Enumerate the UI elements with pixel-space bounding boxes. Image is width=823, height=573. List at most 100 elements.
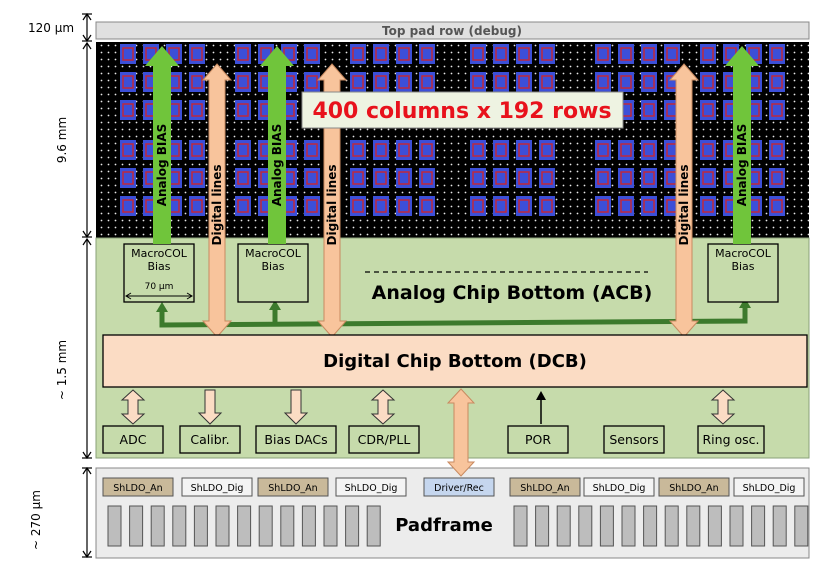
pixel-cell [189, 140, 205, 160]
pixel-cell [516, 168, 532, 188]
pixel-cell-outline [472, 75, 484, 89]
peripheral-block-label: CDR/PLL [358, 432, 411, 447]
bond-pad [107, 505, 122, 547]
pixel-cell [235, 168, 251, 188]
ldo-block: ShLDO_Dig [181, 477, 253, 497]
ldo-label: ShLDO_Dig [191, 483, 244, 494]
pixel-cell-outline [306, 47, 318, 61]
pixel-cell-outline [597, 47, 609, 61]
pixel-cell [641, 44, 657, 64]
pixel-cell-outline [421, 75, 433, 89]
macrocol-label: Bias [147, 260, 170, 273]
bidirectional-connector [370, 389, 396, 425]
pixel-cell-outline [421, 47, 433, 61]
pixel-cell [539, 72, 555, 92]
pixel-cell-outline [352, 75, 364, 89]
pixel-cell [373, 140, 389, 160]
pixel-cell [419, 168, 435, 188]
ldo-block: ShLDO_Dig [335, 477, 407, 497]
bond-pad [556, 505, 571, 547]
pixel-cell [769, 72, 785, 92]
por-connector [536, 391, 546, 424]
pixel-cluster [350, 140, 435, 216]
macrocol-label: MacroCOL [245, 247, 302, 260]
bond-pad [323, 505, 338, 547]
ldo-block: ShLDO_Dig [583, 477, 655, 497]
pixel-cell [493, 196, 509, 216]
pixel-cell-outline [122, 171, 134, 185]
pixel-cell [664, 44, 680, 64]
peripheral-block: POR [507, 425, 569, 454]
pixel-cell-outline [518, 143, 530, 157]
pixel-cell [189, 196, 205, 216]
bond-pad [664, 505, 679, 547]
ldo-label: ShLDO_Dig [743, 483, 796, 494]
pixel-cell [373, 72, 389, 92]
pixel-cell-outline [352, 199, 364, 213]
pixel-cell-outline [620, 47, 632, 61]
pixel-cell-outline [306, 171, 318, 185]
pixel-cell [493, 44, 509, 64]
pixel-cell [373, 168, 389, 188]
pixel-cell [350, 140, 366, 160]
pixel-cell [618, 72, 634, 92]
pixel-cluster [470, 140, 555, 216]
matrix-label-box [301, 91, 624, 129]
pixel-cell-outline [748, 47, 760, 61]
pixel-cell [641, 140, 657, 160]
pixel-cell-outline [191, 143, 203, 157]
pixel-cell-outline [398, 171, 410, 185]
pixel-cell-outline [541, 199, 553, 213]
pixel-cell [189, 72, 205, 92]
peripheral-block: Bias DACs [255, 425, 337, 454]
pixel-cell [470, 72, 486, 92]
pixel-cell-outline [122, 199, 134, 213]
pixel-cell-outline [702, 103, 714, 117]
bond-pad [686, 505, 701, 547]
pixel-cell-outline [643, 47, 655, 61]
ldo-label: ShLDO_Dig [593, 483, 646, 494]
pixel-cell-outline [643, 75, 655, 89]
pixel-cell-outline [620, 75, 632, 89]
pixel-cell-outline [597, 75, 609, 89]
macrocol-label: MacroCOL [131, 247, 188, 260]
bond-pad [215, 505, 230, 547]
pixel-cell-outline [771, 47, 783, 61]
pixel-cell [189, 44, 205, 64]
pixel-cell-outline [771, 199, 783, 213]
pixel-cell [396, 72, 412, 92]
analog-bias-arrow: Analog BIAS [145, 46, 179, 244]
pixel-cell-outline [597, 143, 609, 157]
pixel-cell-outline [375, 75, 387, 89]
pixel-cell-outline [518, 47, 530, 61]
pixel-cell-outline [375, 143, 387, 157]
pad-row [107, 505, 809, 547]
pixel-cell [700, 100, 716, 120]
bond-pad [751, 505, 766, 547]
bond-pad [513, 505, 528, 547]
pixel-cell [516, 44, 532, 64]
pixel-cell-outline [237, 75, 249, 89]
pixel-cell [516, 72, 532, 92]
pixel-cell [618, 168, 634, 188]
peripheral-block-label: ADC [120, 432, 147, 447]
pixel-cell [470, 140, 486, 160]
block-connectors [120, 389, 736, 425]
pixel-cell [120, 196, 136, 216]
pixel-cell-outline [191, 171, 203, 185]
pixel-cell [769, 100, 785, 120]
bond-pad [707, 505, 722, 547]
pixel-cell [235, 72, 251, 92]
pixel-cell-outline [306, 143, 318, 157]
pixel-cell [539, 196, 555, 216]
pixel-cell-outline [352, 171, 364, 185]
driver-rec-arrow [446, 388, 476, 477]
pixel-cell-outline [771, 103, 783, 117]
pixel-cell-outline [398, 75, 410, 89]
pixel-cell [618, 44, 634, 64]
analog-bias-label: Analog BIAS [155, 124, 169, 207]
ldo-block: ShLDO_Dig [733, 477, 805, 497]
pixel-cell-outline [472, 47, 484, 61]
